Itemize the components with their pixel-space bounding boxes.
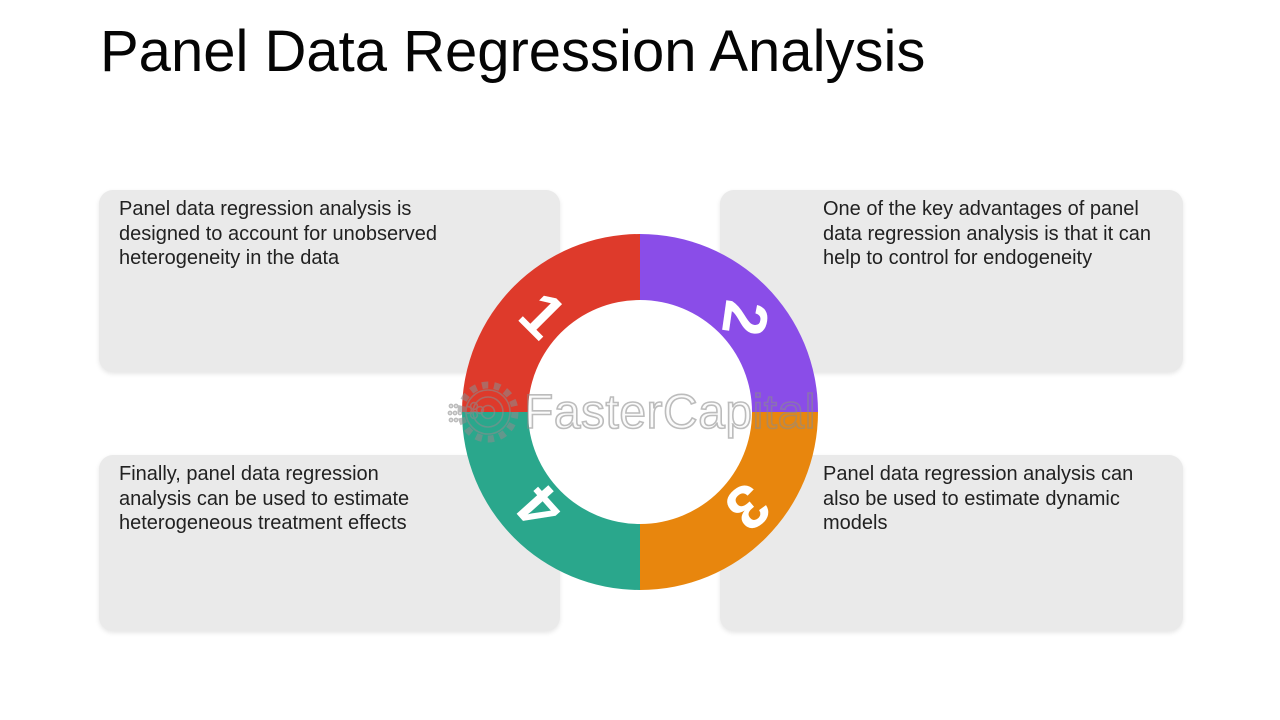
card-text-line: heterogeneous treatment effects [119,512,407,534]
card-text-line: analysis can be used to estimate [119,487,410,510]
card-step-4-text: Finally, panel data regression analysis … [99,455,560,543]
donut-hole [528,300,752,524]
card-step-3-text: Panel data regression analysis can also … [720,455,1183,543]
card-text-line: heterogeneity in the data [119,247,340,269]
card-text-line: also be used to estimate dynamic [823,487,1120,510]
card-text-line: designed to account for unobserved [119,222,437,245]
card-text-line: Finally, panel data regression [119,463,379,485]
card-text-line: One of the key advantages of panel [823,198,1139,220]
card-text-line: data regression analysis is that it can [823,222,1151,245]
card-text-line: help to control for endogeneity [823,247,1093,269]
card-step-1: Panel data regression analysis is design… [99,190,560,372]
card-text-line: models [823,512,888,534]
page-title: Panel Data Regression Analysis [100,19,926,84]
card-text-line: Panel data regression analysis is [119,198,412,220]
card-text-line: Panel data regression analysis can [823,463,1134,485]
card-step-2-text: One of the key advantages of panel data … [720,190,1183,278]
card-step-1-text: Panel data regression analysis is design… [99,190,560,278]
